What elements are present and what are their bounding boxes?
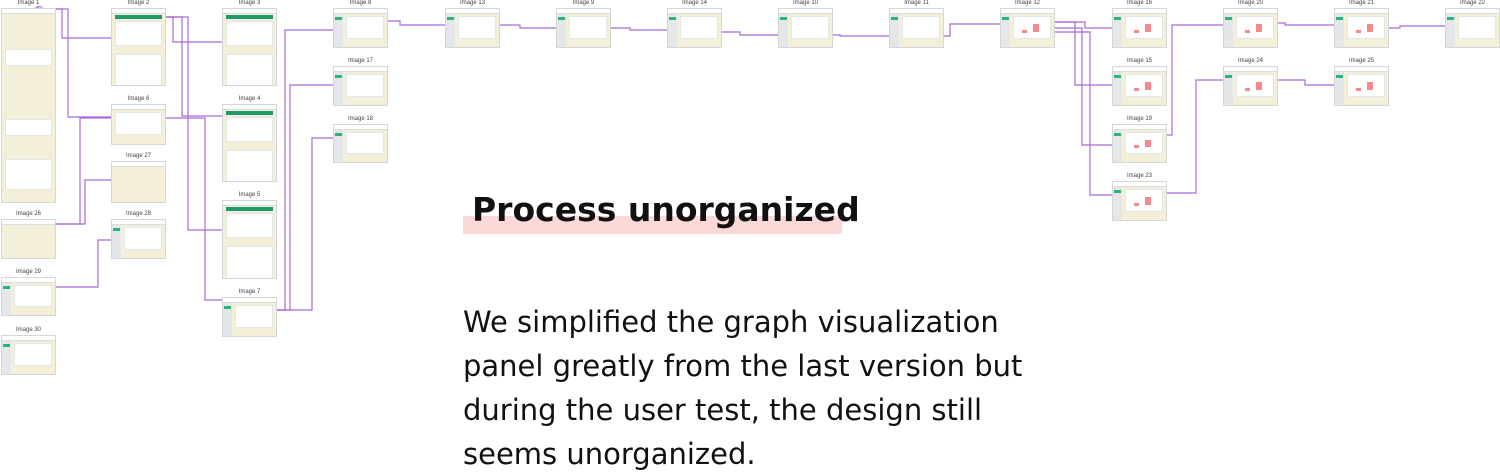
frame-thumbnail[interactable]	[778, 8, 833, 48]
frame-thumbnail[interactable]	[1334, 66, 1389, 106]
frame-thumbnail[interactable]	[667, 8, 722, 48]
prototype-connector	[128, 117, 222, 301]
frame-label: Image 29	[15, 269, 42, 275]
frame-label: Image 15	[1126, 58, 1153, 64]
frame-label: Image 6	[127, 96, 150, 102]
frame-label: Image 16	[1126, 0, 1153, 6]
prototype-connector	[1030, 31, 1112, 196]
frame-thumbnail[interactable]	[333, 66, 388, 106]
frame-label: Image 18	[347, 116, 374, 122]
section-heading: Process unorganized	[472, 190, 860, 229]
frame-thumbnail[interactable]	[222, 8, 277, 86]
frame-thumbnail[interactable]	[1334, 8, 1389, 48]
frame-thumbnail[interactable]	[1, 8, 56, 203]
frame-thumbnail[interactable]	[889, 8, 944, 48]
frame-label: Image 14	[681, 0, 708, 6]
frame-label: Image 30	[15, 327, 42, 333]
frame-thumbnail[interactable]	[1, 335, 56, 375]
frame-thumbnail[interactable]	[1000, 8, 1055, 48]
frame-label: Image 13	[459, 0, 486, 6]
frame-label: Image 20	[1237, 0, 1264, 6]
frame-label: Image 26	[15, 211, 42, 217]
frame-label: Image 19	[1126, 116, 1153, 122]
prototype-connector	[1043, 27, 1112, 146]
frame-label: Image 25	[1348, 58, 1375, 64]
frame-label: Image 8	[349, 0, 372, 6]
frame-thumbnail[interactable]	[222, 104, 277, 182]
frame-label: Image 2	[127, 0, 150, 6]
frame-label: Image 17	[347, 58, 374, 64]
frame-label: Image 12	[1014, 0, 1041, 6]
frame-thumbnail[interactable]	[1112, 124, 1167, 163]
frame-label: Image 22	[1459, 0, 1486, 6]
frame-label: Image 5	[238, 192, 261, 198]
frame-thumbnail[interactable]	[1223, 66, 1278, 106]
frame-thumbnail[interactable]	[333, 8, 388, 48]
prototype-connector	[40, 179, 111, 225]
frame-thumbnail[interactable]	[1, 277, 56, 316]
frame-thumbnail[interactable]	[1223, 8, 1278, 48]
frame-thumbnail[interactable]	[1112, 66, 1167, 106]
frame-label: Image 4	[238, 96, 261, 102]
frame-label: Image 9	[572, 0, 595, 6]
frame-thumbnail[interactable]	[222, 200, 277, 279]
frame-label: Image 23	[1126, 173, 1153, 179]
frame-thumbnail[interactable]	[222, 297, 277, 337]
frame-label: Image 10	[792, 0, 819, 6]
frame-label: Image 1	[17, 0, 40, 6]
frame-thumbnail[interactable]	[111, 219, 166, 259]
frame-label: Image 11	[904, 0, 929, 6]
frame-label: Image 27	[125, 153, 152, 159]
frame-label: Image 21	[1348, 0, 1375, 6]
frame-thumbnail[interactable]	[1, 219, 56, 259]
frame-thumbnail[interactable]	[1112, 8, 1167, 48]
frame-thumbnail[interactable]	[111, 104, 166, 145]
frame-thumbnail[interactable]	[1112, 181, 1167, 221]
frame-label: Image 3	[238, 0, 261, 6]
title-highlight	[463, 216, 842, 234]
frame-thumbnail[interactable]	[445, 8, 500, 48]
frame-thumbnail[interactable]	[556, 8, 611, 48]
description-text: We simplified the graph visualization pa…	[463, 305, 1023, 471]
frame-label: Image 7	[238, 289, 261, 295]
frame-label: Image 24	[1237, 58, 1264, 64]
frame-thumbnail[interactable]	[1445, 8, 1500, 48]
frame-thumbnail[interactable]	[111, 8, 166, 86]
frame-thumbnail[interactable]	[111, 161, 166, 203]
frame-label: Image 28	[125, 211, 152, 217]
frame-thumbnail[interactable]	[333, 124, 388, 163]
